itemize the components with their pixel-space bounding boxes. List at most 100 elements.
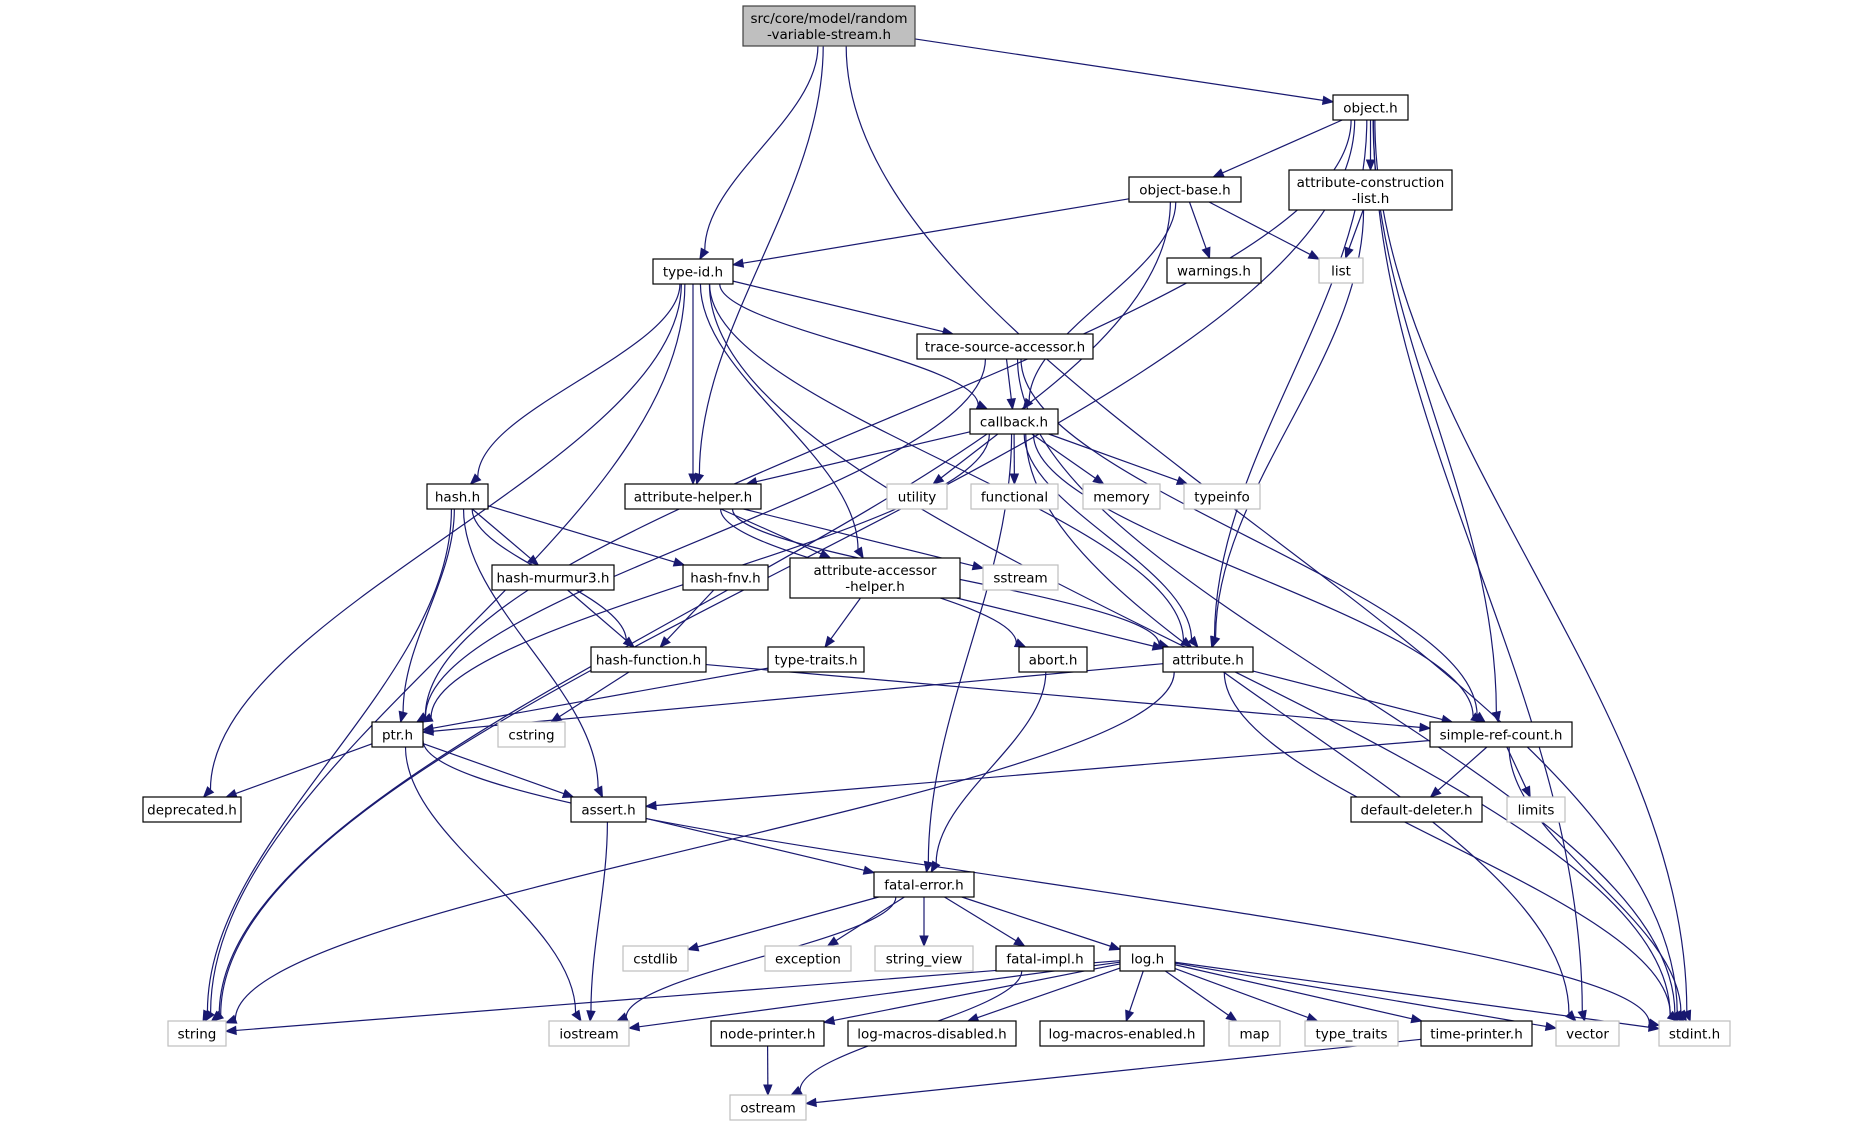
node-attr-constr[interactable]: attribute-construction-list.h [1288, 169, 1453, 211]
node-attribute[interactable]: attribute.h [1162, 646, 1254, 673]
node-attr-helper[interactable]: attribute-helper.h [624, 483, 762, 510]
node-log[interactable]: log.h [1119, 945, 1176, 972]
node-functional[interactable]: functional [970, 483, 1059, 510]
node-time-printer[interactable]: time-printer.h [1420, 1020, 1533, 1047]
edge-line [743, 508, 974, 567]
node-trace-src[interactable]: trace-source-accessor.h [916, 333, 1094, 360]
edge-line [697, 896, 879, 948]
edge-log-to-log-macros-enabled [1125, 970, 1144, 1023]
edge-line [1164, 970, 1229, 1016]
node-hash[interactable]: hash.h [426, 483, 489, 510]
edge-line [590, 821, 609, 1012]
node-label: deprecated.h [147, 803, 237, 819]
node-assert[interactable]: assert.h [570, 796, 647, 823]
node-log-macros-disabled[interactable]: log-macros-disabled.h [847, 1020, 1017, 1047]
node-cstdlib[interactable]: cstdlib [622, 945, 689, 972]
edge-line [830, 597, 862, 640]
node-exception[interactable]: exception [764, 945, 852, 972]
edge-line [638, 961, 1121, 1028]
node-label: attribute-construction [1297, 175, 1445, 191]
arrowhead-icon [688, 473, 698, 486]
node-label: string_view [886, 952, 963, 968]
node-box [426, 483, 489, 510]
edge-callback-to-typeinfo [1048, 433, 1189, 485]
node-default-deleter[interactable]: default-deleter.h [1350, 796, 1483, 823]
node-ostream[interactable]: ostream [729, 1094, 807, 1121]
arrowhead-icon [224, 1014, 238, 1024]
node-hash-function[interactable]: hash-function.h [590, 646, 707, 673]
edge-line [845, 45, 1678, 1014]
node-type-traits-h[interactable]: type-traits.h [767, 646, 865, 673]
node-box [1304, 1020, 1399, 1047]
node-warnings[interactable]: warnings.h [1166, 257, 1262, 284]
node-box [874, 945, 974, 972]
node-abort[interactable]: abort.h [1018, 646, 1088, 673]
node-box [1318, 257, 1364, 284]
node-cstring[interactable]: cstring [497, 721, 566, 748]
node-sstream[interactable]: sstream [982, 564, 1059, 591]
node-hash-murmur3[interactable]: hash-murmur3.h [491, 564, 615, 591]
node-fatal-error[interactable]: fatal-error.h [873, 871, 975, 898]
edge-line [471, 508, 532, 559]
edge-line [655, 739, 1431, 807]
arrowhead-icon [1491, 710, 1501, 724]
arrowhead-icon [469, 473, 482, 485]
edge-line [424, 119, 1352, 717]
node-label: attribute-helper.h [634, 490, 752, 506]
arrowhead-icon [686, 942, 700, 952]
arrowhead-icon [1647, 1022, 1661, 1032]
node-typeinfo[interactable]: typeinfo [1183, 483, 1261, 510]
arrowhead-icon [923, 860, 934, 874]
node-type-id[interactable]: type-id.h [652, 258, 734, 285]
edge-line [1028, 201, 1177, 401]
node-map[interactable]: map [1228, 1020, 1281, 1047]
node-vector[interactable]: vector [1555, 1020, 1620, 1047]
edge-type-traits-h-to-ptr [421, 667, 769, 733]
node-callback[interactable]: callback.h [969, 408, 1059, 435]
node-string[interactable]: string [167, 1020, 227, 1047]
node-object-base[interactable]: object-base.h [1128, 176, 1242, 203]
edge-type-id-to-attr-helper [688, 283, 698, 486]
node-fatal-impl[interactable]: fatal-impl.h [995, 945, 1095, 972]
node-box [742, 5, 916, 47]
arrowhead-icon [1175, 475, 1189, 485]
edge-callback-to-attribute [1023, 433, 1199, 649]
arrowhead-icon [571, 1009, 582, 1023]
edge-line [404, 746, 577, 1013]
edge-simple-ref-count-to-default-deleter [1429, 746, 1488, 798]
edge-type-id-to-attr-acc-helper [699, 283, 864, 560]
node-utility[interactable]: utility [886, 483, 948, 510]
node-stdint[interactable]: stdint.h [1658, 1020, 1731, 1047]
node-hash-fnv[interactable]: hash-fnv.h [682, 564, 769, 591]
arrowhead-icon [672, 557, 686, 567]
node-memory[interactable]: memory [1082, 483, 1161, 510]
node-type_traits[interactable]: type_traits [1304, 1020, 1399, 1047]
node-iostream[interactable]: iostream [548, 1020, 630, 1047]
node-ptr[interactable]: ptr.h [371, 721, 424, 748]
node-box [167, 1020, 227, 1047]
edge-type-id-to-hash [469, 283, 681, 485]
node-list[interactable]: list [1318, 257, 1364, 284]
node-limits[interactable]: limits [1506, 796, 1566, 823]
node-log-macros-enabled[interactable]: log-macros-enabled.h [1039, 1020, 1205, 1047]
edge-line [218, 201, 1171, 1015]
node-label: log-macros-enabled.h [1049, 1027, 1196, 1043]
edge-line [940, 433, 999, 479]
arrowhead-icon [420, 713, 434, 723]
node-object[interactable]: object.h [1332, 94, 1409, 121]
node-simple-ref-count[interactable]: simple-ref-count.h [1429, 721, 1573, 748]
node-string_view[interactable]: string_view [874, 945, 974, 972]
node-deprecated[interactable]: deprecated.h [142, 796, 242, 823]
edge-line [833, 963, 1121, 1021]
node-node-printer[interactable]: node-printer.h [710, 1020, 825, 1047]
edge-object-to-ptr [415, 119, 1352, 723]
node-label: hash.h [435, 490, 480, 506]
node-label: fatal-impl.h [1006, 952, 1083, 968]
node-label: cstdlib [633, 952, 677, 968]
node-root[interactable]: src/core/model/random-variable-stream.h [742, 5, 916, 47]
node-attr-acc-helper[interactable]: attribute-accessor-helper.h [789, 557, 961, 599]
edge-line [705, 663, 1421, 728]
edge-log-to-time-printer [1174, 964, 1423, 1024]
node-box [652, 258, 734, 285]
node-box [886, 483, 948, 510]
